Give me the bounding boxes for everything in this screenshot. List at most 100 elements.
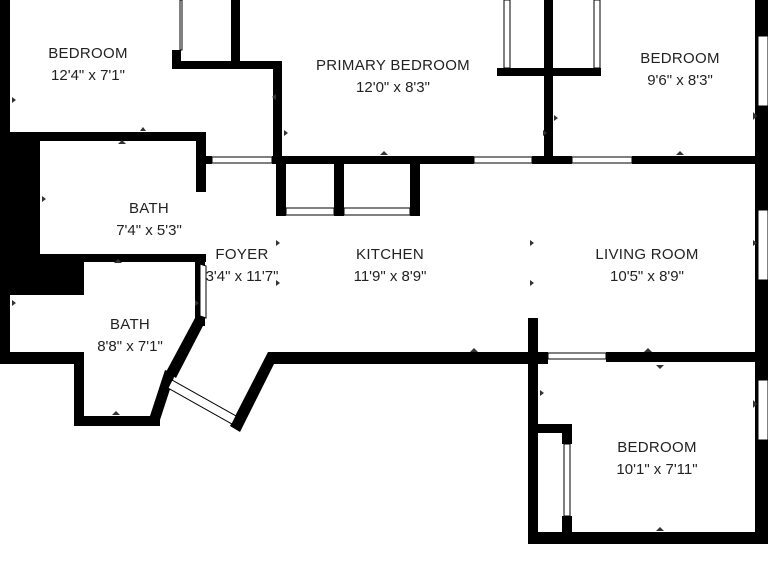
room-kitchen: KITCHEN 11'9" x 8'9" xyxy=(354,246,427,285)
window-upper-door-a xyxy=(211,156,273,164)
tick xyxy=(656,365,664,369)
tick xyxy=(540,390,544,396)
window-living xyxy=(757,209,768,281)
tick xyxy=(114,259,122,263)
wall-se-left xyxy=(528,318,538,544)
room-name: BEDROOM xyxy=(640,50,720,67)
room-name: LIVING ROOM xyxy=(595,246,698,263)
tick xyxy=(644,348,652,352)
tick xyxy=(276,240,280,246)
wall-bath-lower-bottom xyxy=(74,416,160,426)
wall-foyer-angle xyxy=(230,352,278,432)
room-dims: 8'8" x 7'1" xyxy=(97,338,163,355)
wall-cabinet-left xyxy=(276,160,286,216)
wall-se-bottom xyxy=(528,532,768,544)
tick xyxy=(676,151,684,155)
wall-upper-horizontal-c xyxy=(532,156,572,164)
window-se xyxy=(757,379,768,441)
tick xyxy=(112,411,120,415)
room-primary-bedroom: PRIMARY BEDROOM 12'0" x 8'3" xyxy=(316,57,470,96)
window-upper-door-c xyxy=(571,156,633,164)
window-ne-a xyxy=(757,35,768,107)
tick xyxy=(543,130,547,136)
room-dims: 7'4" x 5'3" xyxy=(116,222,182,239)
tick xyxy=(272,94,276,100)
wall-cabinet-right xyxy=(410,160,420,216)
tick xyxy=(470,348,478,352)
window-primary-b xyxy=(593,0,601,69)
room-dims: 10'5" x 8'9" xyxy=(610,268,684,285)
room-living-room: LIVING ROOM 10'5" x 8'9" xyxy=(595,246,698,285)
room-bath-lower: BATH 8'8" x 7'1" xyxy=(97,316,163,355)
room-dims: 12'4" x 7'1" xyxy=(51,67,125,84)
tick xyxy=(195,300,199,306)
room-name: KITCHEN xyxy=(356,246,424,263)
wall-cabinet-mid xyxy=(334,160,344,216)
room-bedroom-ne: BEDROOM 9'6" x 8'3" xyxy=(640,50,720,89)
room-name: BATH xyxy=(129,200,169,217)
room-foyer: FOYER 3'4" x 11'7" xyxy=(206,246,279,285)
wall-se-closet-right xyxy=(562,424,572,444)
window-upper-door-b xyxy=(473,156,533,164)
room-name: BATH xyxy=(110,316,150,333)
room-name: BEDROOM xyxy=(617,439,697,456)
wall-bedroom-nw-bottom xyxy=(0,132,206,141)
window-bath-lower xyxy=(199,263,207,319)
tick xyxy=(753,240,757,246)
tick xyxy=(753,112,757,120)
tick xyxy=(530,240,534,246)
tick xyxy=(118,140,126,144)
room-dims: 11'9" x 8'9" xyxy=(354,268,427,285)
wall-bath-upper-right xyxy=(196,132,206,192)
windows xyxy=(167,0,768,517)
tick xyxy=(140,127,146,131)
room-name: FOYER xyxy=(215,246,268,263)
wall-bath-lower-left xyxy=(0,352,84,364)
room-name: BEDROOM xyxy=(48,45,128,62)
room-labels: BEDROOM 12'4" x 7'1" PRIMARY BEDROOM 12'… xyxy=(48,45,720,478)
wall-upper-horizontal-d xyxy=(632,156,768,164)
wall-closet-left xyxy=(172,50,181,68)
wall-bath-upper-bottom xyxy=(40,254,206,262)
tick xyxy=(276,280,280,286)
tick xyxy=(656,527,664,531)
room-bath-upper: BATH 7'4" x 5'3" xyxy=(116,200,182,239)
tick xyxy=(12,97,16,103)
tick xyxy=(753,400,757,408)
window-cabinet-b xyxy=(343,207,411,216)
wall-bath-lower-diag xyxy=(148,370,175,426)
wall-se-closet-right-b xyxy=(562,516,572,534)
tick xyxy=(12,300,16,306)
window-se-closet xyxy=(563,443,571,517)
room-dims: 3'4" x 11'7" xyxy=(206,268,279,285)
tick xyxy=(380,151,388,155)
wall-primary-ne-divider xyxy=(544,0,553,164)
room-dims: 12'0" x 8'3" xyxy=(356,79,430,96)
wall-se-top-b xyxy=(606,352,768,362)
tick xyxy=(42,196,46,202)
room-dims: 10'1" x 7'11" xyxy=(616,461,697,478)
wall-lower-horizontal xyxy=(268,352,548,364)
window-se-top xyxy=(547,352,607,360)
window-cabinet-a xyxy=(285,207,335,216)
room-dims: 9'6" x 8'3" xyxy=(647,72,713,89)
tick xyxy=(530,280,534,286)
room-bedroom-se: BEDROOM 10'1" x 7'11" xyxy=(616,439,697,478)
room-name: PRIMARY BEDROOM xyxy=(316,57,470,74)
window-nw-closet xyxy=(179,0,183,51)
tick xyxy=(554,115,558,121)
room-bedroom-nw: BEDROOM 12'4" x 7'1" xyxy=(48,45,128,84)
tick xyxy=(284,130,288,136)
wall-closet-bottom xyxy=(172,61,282,69)
wall-bath-lower-angle xyxy=(166,318,205,378)
wall-west-chase-lower xyxy=(0,260,84,295)
dimension-ticks xyxy=(12,94,757,531)
wall-upper-horizontal-b xyxy=(272,156,474,164)
wall-closet-right xyxy=(231,0,240,62)
window-foyer-entry xyxy=(167,379,237,425)
wall-primary-left xyxy=(273,61,282,164)
wall-bath-lower-left-vert xyxy=(74,352,84,426)
window-primary-a xyxy=(503,0,511,69)
wall-se-closet-top xyxy=(538,424,572,433)
